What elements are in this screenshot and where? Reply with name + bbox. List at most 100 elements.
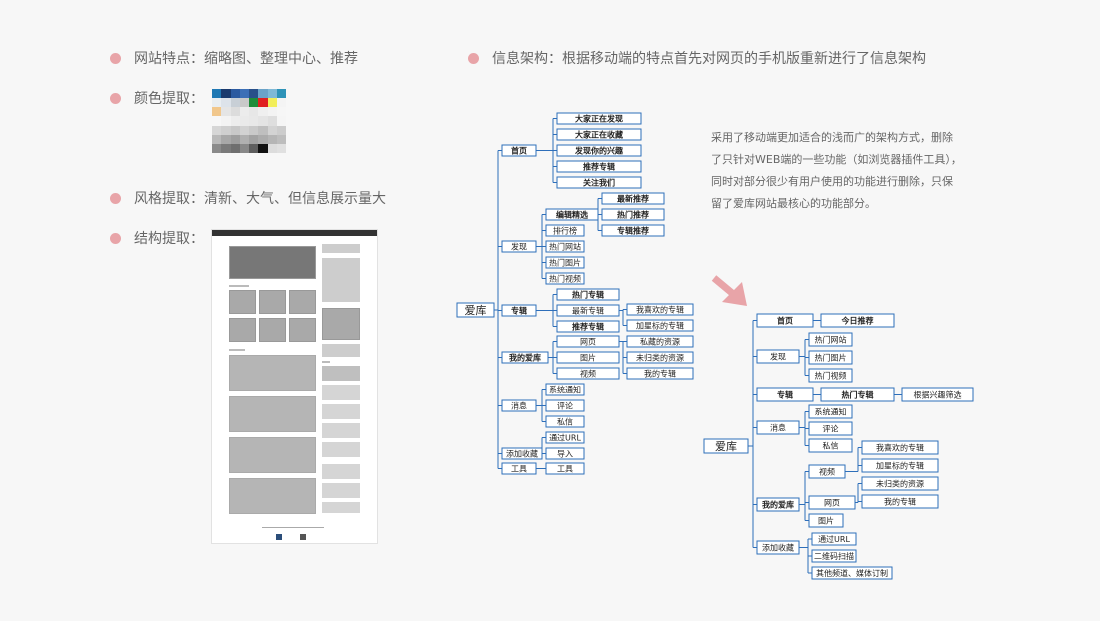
tree2-home-item: 今日推荐: [841, 316, 874, 326]
tree-node-box: [808, 368, 853, 383]
tree1-mine-item: 加星标的专辑: [636, 321, 684, 331]
wf-footer-logo: [276, 534, 282, 540]
tree-node-box: [545, 272, 585, 285]
arch-description: 采用了移动端更加适合的浅而广的架构方式，删除 了只针对WEB端的一些功能（如浏览…: [711, 127, 1001, 215]
wf-thumb: [229, 290, 256, 314]
tree-node-box: [626, 319, 694, 332]
tree-node-box: [545, 208, 599, 221]
tree-node-box: [808, 350, 853, 365]
tree-node-box: [556, 320, 620, 333]
wf-text: [322, 361, 330, 363]
desc-line: 留了爱库网站最核心的功能部分。: [711, 197, 876, 210]
bullet-structure-extract: 结构提取：: [110, 228, 204, 248]
palette-swatch: [212, 89, 222, 99]
palette-swatch: [230, 98, 240, 108]
palette-swatch: [267, 98, 277, 108]
palette-swatch: [276, 143, 286, 153]
palette-swatch: [221, 89, 231, 99]
wf-thumb: [229, 318, 256, 342]
palette-swatch: [239, 98, 249, 108]
palette-swatch: [230, 89, 240, 99]
tree2-discover: 发现: [770, 352, 786, 362]
palette-swatch: [258, 143, 268, 153]
tree-node-box: [626, 351, 694, 364]
tree-node-box: [861, 494, 939, 509]
bullet-text: 颜色提取：: [134, 91, 204, 107]
tree-node-box: [501, 399, 537, 412]
tree-node-box: [556, 112, 642, 125]
tree2-favorite-item: 其他频道、媒体订制: [816, 568, 888, 578]
wf-side: [322, 502, 360, 513]
tree1-album-item: 推荐专辑: [572, 322, 604, 332]
palette-swatch: [230, 116, 240, 126]
tree1-album-item: 最新专辑: [572, 306, 604, 316]
palette-swatch: [258, 134, 268, 144]
palette-swatch: [249, 89, 259, 99]
palette-swatch: [267, 134, 277, 144]
tree1-mine-type: 图片: [580, 353, 596, 363]
palette-swatch: [212, 125, 222, 135]
bullet-dot: [110, 232, 121, 244]
bullet-text: 信息架构：根据移动端的特点首先对网页的手机版重新进行了信息架构: [492, 51, 926, 67]
tree2-discover-item: 热门图片: [815, 353, 847, 363]
palette-swatch: [221, 116, 231, 126]
wf-header: [212, 230, 377, 236]
wf-side: [322, 442, 360, 457]
wf-text: [229, 349, 245, 351]
wf-side: [322, 483, 360, 498]
wf-text: [229, 285, 249, 287]
palette-swatch: [276, 116, 286, 126]
tree2-mine-item: 我喜欢的专辑: [876, 443, 924, 453]
tree-node-box: [545, 240, 585, 253]
tree-node-box: [501, 144, 537, 157]
tree-node-box: [808, 438, 853, 453]
tree-node-box: [811, 566, 893, 580]
tree-node-box: [556, 304, 620, 317]
color-palette: [212, 89, 286, 153]
tree2-message-item: 评论: [823, 424, 839, 434]
palette-swatch: [239, 116, 249, 126]
palette-swatch: [230, 107, 240, 117]
wf-block: [229, 355, 316, 391]
palette-swatch: [276, 107, 286, 117]
tree2-home: 首页: [777, 316, 793, 326]
palette-swatch: [221, 125, 231, 135]
wf-thumb: [259, 318, 286, 342]
palette-swatch: [258, 98, 268, 108]
palette-swatch: [249, 125, 259, 135]
bullet-dot: [110, 92, 121, 104]
palette-swatch: [212, 134, 222, 144]
tree1-editor-item: 专辑推荐: [617, 226, 649, 236]
tree2-root: 爱库: [715, 440, 737, 453]
tree1-favorite-item: 通过URL: [549, 433, 581, 443]
tree1-home-item: 关注我们: [583, 178, 615, 188]
wf-footer-logo: [300, 534, 306, 540]
palette-swatch: [230, 143, 240, 153]
tree-node-box: [501, 304, 537, 317]
tree1-home-item: 大家正在发现: [575, 114, 623, 124]
wf-side: [322, 344, 360, 357]
palette-swatch: [267, 116, 277, 126]
palette-swatch: [212, 98, 222, 108]
tree1-tools: 工具: [511, 465, 527, 474]
tree-node-box: [756, 540, 800, 555]
palette-swatch: [258, 125, 268, 135]
palette-swatch: [212, 107, 222, 117]
tree-node-box: [820, 387, 895, 402]
tree1-mine-type: 视频: [580, 369, 596, 379]
tree-node-box: [756, 387, 814, 402]
tree1-editor-pick: 编辑精选: [556, 210, 588, 220]
palette-swatch: [239, 143, 249, 153]
palette-swatch: [221, 98, 231, 108]
tree2-message-item: 系统通知: [815, 407, 847, 417]
desc-line: 了只针对WEB端的一些功能（如浏览器插件工具），: [711, 153, 962, 166]
tree-node-box: [861, 440, 939, 455]
tree-node-box: [820, 313, 895, 328]
wf-side: [322, 385, 360, 400]
tree2-mine-item: 我的专辑: [884, 497, 916, 507]
tree-node-box: [756, 497, 800, 512]
tree-node-box: [545, 415, 585, 428]
tree-node-box: [556, 351, 620, 364]
tree-node-box: [556, 367, 620, 380]
tree-node-box: [626, 303, 694, 316]
